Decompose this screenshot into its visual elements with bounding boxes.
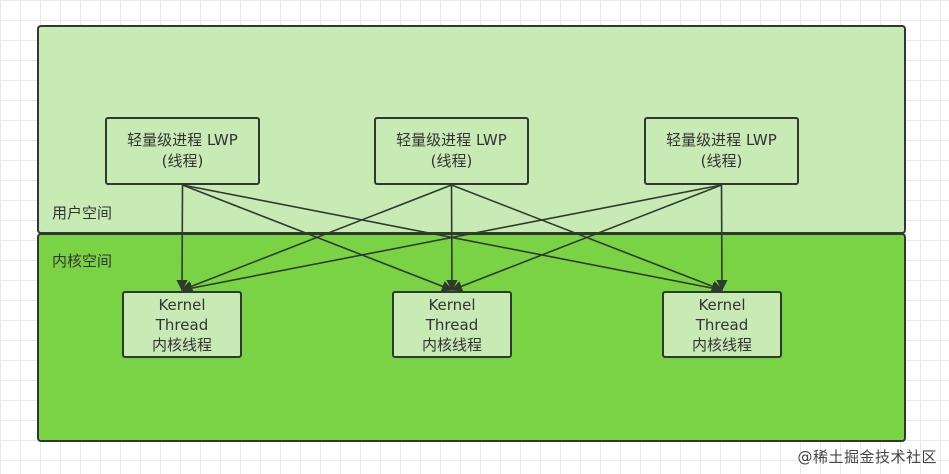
edge-lwp-3-to-kernel-thread-2 [450, 184, 722, 292]
lwp-subtitle: (线程) [700, 152, 743, 170]
kernel-thread-node-1[interactable]: Kernel Thread 内核线程 [122, 291, 242, 358]
edge-lwp-2-to-kernel-thread-1 [180, 184, 452, 292]
lwp-node-1[interactable]: 轻量级进程 LWP (线程) [105, 117, 260, 185]
kernel-thread-node-3[interactable]: Kernel Thread 内核线程 [662, 291, 782, 358]
kernel-thread-line2: Thread [155, 315, 209, 334]
kernel-thread-line2: Thread [695, 315, 749, 334]
lwp-subtitle: (线程) [430, 152, 473, 170]
kernel-thread-line1: Kernel [158, 295, 206, 314]
edge-lwp-1-to-kernel-thread-1 [176, 184, 188, 292]
kernel-thread-line1: Kernel [428, 295, 476, 314]
kernel-thread-line2: Thread [425, 315, 479, 334]
edge-lwp-3-to-kernel-thread-3 [716, 184, 728, 292]
edge-lwp-3-to-kernel-thread-1 [180, 184, 722, 294]
lwp-title: 轻量级进程 LWP [127, 131, 238, 149]
lwp-subtitle: (线程) [161, 152, 204, 170]
lwp-title: 轻量级进程 LWP [666, 131, 777, 149]
kernel-thread-line3: 内核线程 [691, 335, 752, 354]
kernel-thread-line3: 内核线程 [421, 335, 482, 354]
lwp-node-3[interactable]: 轻量级进程 LWP (线程) [644, 117, 799, 185]
lwp-title: 轻量级进程 LWP [396, 131, 507, 149]
kernel-thread-node-2[interactable]: Kernel Thread 内核线程 [392, 291, 512, 358]
lwp-node-2[interactable]: 轻量级进程 LWP (线程) [374, 117, 529, 185]
kernel-thread-line1: Kernel [698, 295, 746, 314]
kernel-space-label: 内核空间 [52, 252, 113, 270]
user-space-label: 用户空间 [52, 204, 113, 222]
kernel-thread-line3: 内核线程 [151, 335, 212, 354]
watermark-text: @稀土掘金技术社区 [797, 448, 937, 466]
